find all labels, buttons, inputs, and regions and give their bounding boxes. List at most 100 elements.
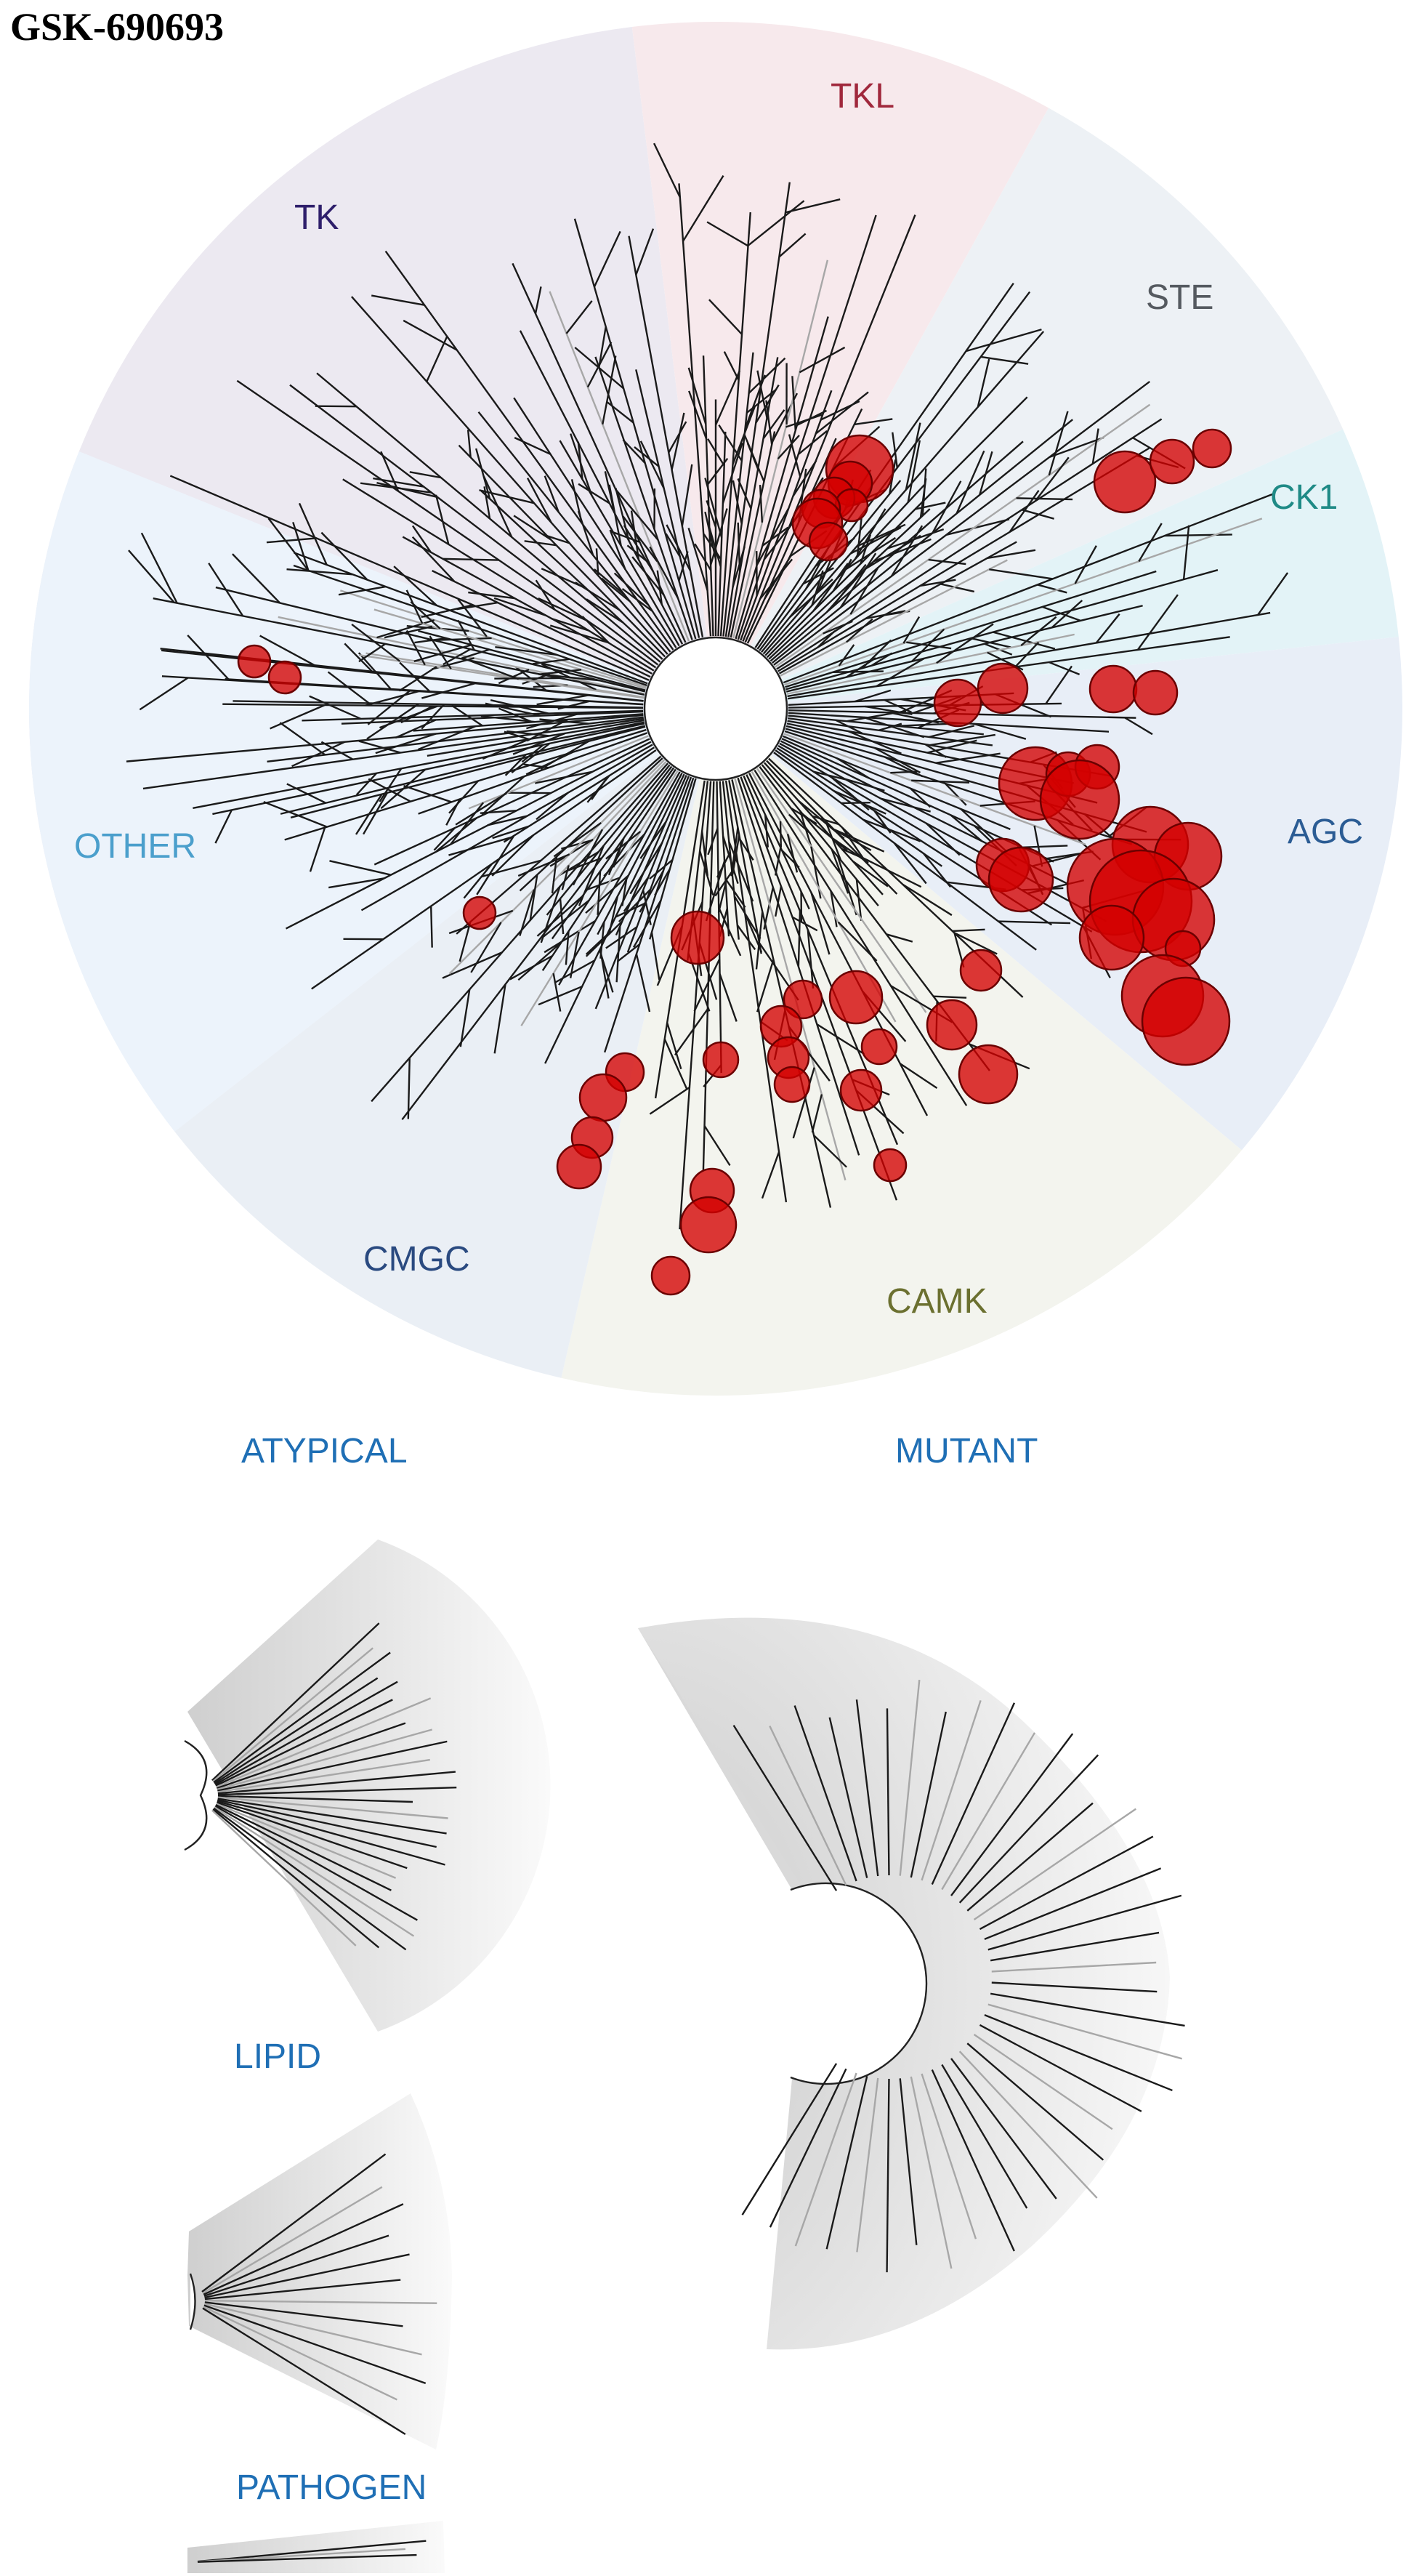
subtree-label-lipid: LIPID [234, 2037, 321, 2076]
tree-leaf [926, 739, 977, 754]
sector-tkl [631, 22, 1049, 709]
tree-leaf [632, 899, 662, 948]
hit-circle [1132, 669, 1179, 716]
tree-leaf [315, 405, 357, 408]
tree-leaf [839, 552, 877, 608]
tree-leaf [615, 902, 646, 918]
tree-leaf [442, 558, 499, 561]
tree-leaf [519, 889, 536, 936]
tree-leaf [615, 926, 621, 983]
tree-branch [615, 775, 687, 936]
tree-leaf [817, 630, 836, 648]
tree-leaf [139, 677, 189, 711]
subtree-branch [921, 2073, 977, 2239]
tree-branch [775, 403, 1151, 668]
tree-leaf [708, 526, 722, 568]
tree-leaf [704, 511, 717, 560]
hit-circle [828, 970, 884, 1025]
tree-leaf [781, 849, 800, 869]
tree-leaf [327, 671, 370, 704]
tree-leaf [380, 768, 427, 810]
subtree-branch [216, 1697, 432, 1788]
tree-branch [544, 773, 685, 1064]
subtree-branch [217, 1786, 457, 1796]
hit-circle [783, 979, 823, 1020]
tree-branch [783, 493, 1274, 684]
tree-leaf [980, 355, 1029, 365]
tree-leaf [777, 435, 800, 460]
tree-leaf [756, 370, 768, 419]
tree-leaf [707, 438, 725, 467]
tree-leaf [944, 783, 967, 806]
tree-leaf [435, 817, 477, 853]
subtree-branch [203, 2203, 404, 2295]
tree-leaf [1014, 641, 1040, 668]
tree-leaf [642, 890, 652, 925]
tree-leaf [952, 928, 985, 933]
tree-branch [761, 764, 879, 906]
tree-leaf [966, 329, 1042, 353]
tree-leaf [380, 451, 400, 492]
tree-leaf [984, 643, 1013, 656]
tree-leaf [876, 657, 925, 688]
tree-leaf [597, 871, 602, 915]
tree-branch [293, 564, 647, 687]
tree-leaf [421, 604, 473, 619]
tree-leaf [482, 738, 530, 760]
subtree-branch [991, 1981, 1158, 1993]
hit-circle [1192, 428, 1232, 469]
tree-leaf [979, 451, 993, 496]
hit-circle [959, 949, 1003, 992]
tree-branch [769, 440, 1024, 662]
tree-leaf [266, 537, 317, 544]
tree-leaf [267, 518, 310, 571]
tree-leaf [540, 740, 589, 770]
hit-circle [670, 910, 725, 965]
tree-leaf [615, 488, 630, 542]
tree-leaf [846, 657, 876, 678]
tree-leaf [543, 534, 570, 544]
group-label-tkl: TKL [831, 77, 894, 116]
tree-leaf [442, 951, 503, 979]
tree-leaf [375, 733, 437, 754]
tree-branch [418, 629, 646, 691]
tree-leaf [457, 619, 475, 651]
subtree-branch [950, 2058, 1057, 2199]
tree-leaf [694, 543, 712, 571]
tree-leaf [1257, 572, 1289, 616]
tree-leaf [604, 471, 615, 513]
tree-branch [193, 721, 645, 809]
subtree-branch [202, 2186, 383, 2294]
tree-leaf [790, 807, 817, 825]
tree-leaf [737, 522, 741, 573]
tree-leaf [860, 856, 922, 888]
tree-leaf [517, 941, 562, 981]
tree-leaf [623, 877, 650, 912]
subtree-branch [941, 1732, 1036, 1891]
hit-circle [860, 1028, 898, 1066]
subtree-branch [211, 1809, 357, 1947]
tree-branch [552, 761, 667, 883]
tree-branch [519, 330, 684, 645]
tree-leaf [534, 286, 542, 314]
tree-leaf [1048, 411, 1069, 476]
tree-leaf [932, 480, 962, 534]
tree-leaf [1095, 613, 1120, 644]
tree-leaf [886, 933, 913, 943]
tree-branch [302, 709, 644, 722]
tree-leaf [480, 859, 541, 878]
tree-leaf [703, 1125, 731, 1166]
hit-circle [650, 1255, 691, 1296]
subtree-branch [856, 2077, 879, 2253]
tree-leaf [855, 879, 863, 921]
tree-leaf [586, 877, 621, 890]
tree-branch [724, 780, 788, 1203]
tree-leaf [426, 336, 448, 382]
tree-leaf [585, 934, 608, 955]
tree-leaf [459, 989, 471, 1047]
tree-leaf [953, 932, 998, 955]
tree-leaf [682, 174, 724, 242]
hit-circle [237, 644, 272, 679]
tree-branch [771, 419, 1073, 664]
